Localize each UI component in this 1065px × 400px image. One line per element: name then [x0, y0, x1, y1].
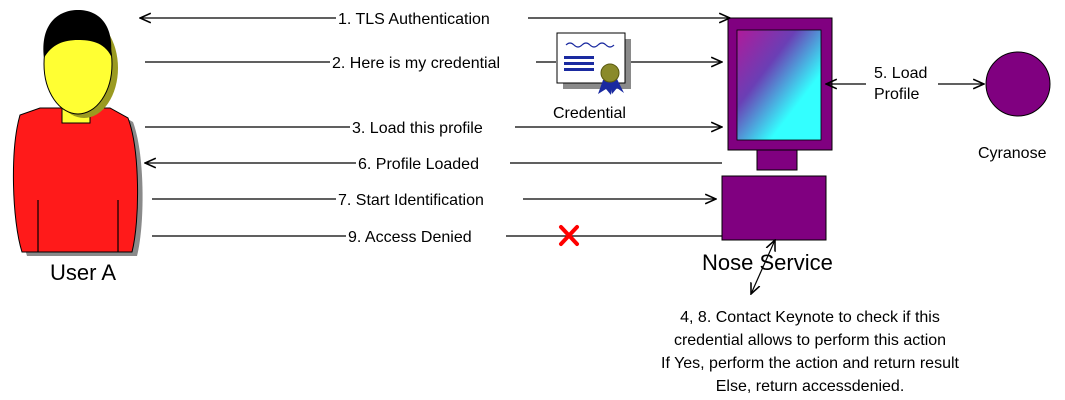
denied-x-icon — [559, 225, 579, 246]
message-profile-loaded: 6. Profile Loaded — [145, 156, 722, 173]
credential-certificate — [556, 32, 631, 95]
message-credential: 2. Here is my credential — [145, 55, 722, 72]
user-figure — [12, 10, 143, 256]
user-body — [12, 107, 139, 253]
message-label: 6. Profile Loaded — [358, 156, 479, 173]
message-tls: 1. TLS Authentication — [140, 11, 730, 28]
load-profile-line-2: Profile — [874, 86, 919, 103]
keynote-arrow — [751, 240, 775, 294]
message-load-profile-sensor: 5. Load Profile — [826, 62, 984, 104]
message-label: 3. Load this profile — [352, 120, 483, 137]
message-load-profile: 3. Load this profile — [145, 120, 722, 137]
user-hair — [43, 10, 112, 58]
seal-icon — [600, 63, 620, 83]
service-label: Nose Service — [702, 250, 833, 275]
service-computer — [721, 17, 833, 241]
note-line-3: If Yes, perform the action and return re… — [661, 355, 960, 372]
user-label: User A — [50, 260, 116, 285]
note-line-1: 4, 8. Contact Keynote to check if this — [680, 309, 940, 326]
credential-label: Credential — [553, 105, 626, 122]
message-label: 2. Here is my credential — [332, 55, 500, 72]
cyranose-sensor — [985, 51, 1051, 117]
message-label: 7. Start Identification — [338, 192, 484, 209]
message-label: 9. Access Denied — [348, 229, 472, 246]
note-line-2: credential allows to perform this action — [674, 332, 946, 349]
load-profile-line-1: 5. Load — [874, 65, 927, 82]
message-access-denied: 9. Access Denied — [152, 225, 722, 246]
message-label: 1. TLS Authentication — [338, 11, 490, 28]
message-start-identification: 7. Start Identification — [152, 192, 716, 209]
keynote-note: 4, 8. Contact Keynote to check if this c… — [661, 309, 960, 395]
cyranose-label: Cyranose — [978, 145, 1047, 162]
note-line-4: Else, return accessdenied. — [716, 378, 905, 395]
monitor-screen — [736, 29, 822, 141]
